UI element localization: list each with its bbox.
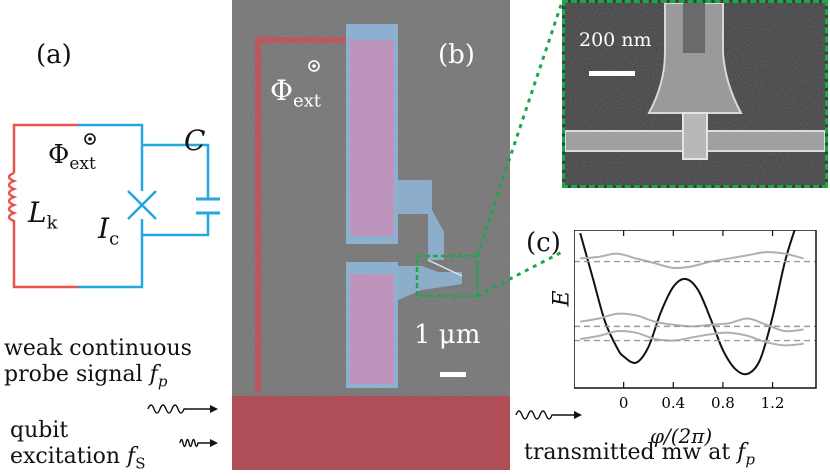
zoom-inset: 200 nm	[562, 0, 828, 188]
critical-current-label: Ic	[98, 212, 120, 250]
chart-xlabel: φ/(2π)	[650, 424, 713, 448]
capacitor-wire	[142, 143, 210, 237]
zoom-connector-top	[475, 1, 564, 257]
zoom-scale-label: 200 nm	[579, 29, 652, 51]
sem-scale-bar	[440, 372, 466, 377]
chart-series-gray-1	[580, 251, 804, 270]
chart-xtick-label: 0.4	[661, 394, 685, 412]
zoom-vertical-wire	[647, 3, 743, 114]
zoom-scale-bar	[589, 71, 635, 76]
chart-series-gray-3	[580, 329, 804, 347]
josephson-junction	[127, 190, 157, 220]
signal-arrows	[147, 404, 218, 448]
inductor-loop-wire	[12, 123, 78, 289]
sem-bottom-lead	[398, 266, 462, 300]
chart-frame	[574, 230, 817, 389]
probe-wave-arrow-icon	[147, 404, 216, 414]
zoom-drawing	[565, 3, 825, 185]
excitation-wave-arrow-icon	[179, 438, 216, 448]
sem-red-wire	[255, 37, 352, 392]
chart-xtick-label: 0	[619, 394, 629, 412]
sem-flux-label: Φext	[270, 74, 322, 112]
sem-drawing	[232, 0, 510, 470]
capacitor-plates	[196, 197, 220, 215]
chart-series-gray-2	[580, 312, 804, 333]
probe-signal-line2: probe signal fp	[4, 362, 168, 391]
transmitted-label: transmitted mw at fp	[524, 440, 756, 469]
chart-ylabel: E	[549, 290, 575, 307]
energy-chart: 0 0.4 0.8 1.2	[574, 230, 817, 412]
zoom-junction	[682, 112, 708, 160]
sem-zoom-box	[415, 254, 479, 298]
chart-xtick-label: 0.8	[711, 394, 735, 412]
flux-label: Φext	[48, 140, 96, 175]
flux-circle-icon	[84, 133, 96, 145]
probe-signal-line1: weak continuous	[4, 336, 192, 361]
circuit-diagram	[7, 123, 220, 289]
panel-label-b: (b)	[438, 40, 475, 70]
junction-loop-wire	[78, 123, 144, 289]
sem-flux-circle-icon	[308, 60, 320, 72]
capacitor-label: C	[184, 124, 206, 157]
chart-xtick-label: 1.2	[761, 394, 785, 412]
panel-label-a: (a)	[36, 40, 72, 70]
inductor-coil	[7, 171, 18, 225]
zoom-connector-bottom	[476, 250, 563, 298]
sem-image: (b) Φext 1 μm	[232, 0, 510, 470]
qubit-excitation-line1: qubit	[10, 418, 69, 443]
panel-label-c: (c)	[526, 228, 561, 258]
sem-red-ground	[232, 396, 510, 470]
transmitted-wave-arrow-icon	[515, 410, 582, 420]
chart-series-black-0	[579, 230, 796, 376]
sem-top-lead	[398, 180, 444, 260]
sem-scale-label: 1 μm	[414, 320, 481, 350]
qubit-excitation-line2: excitation fS	[10, 444, 146, 473]
inductor-label: Lk	[28, 196, 58, 234]
